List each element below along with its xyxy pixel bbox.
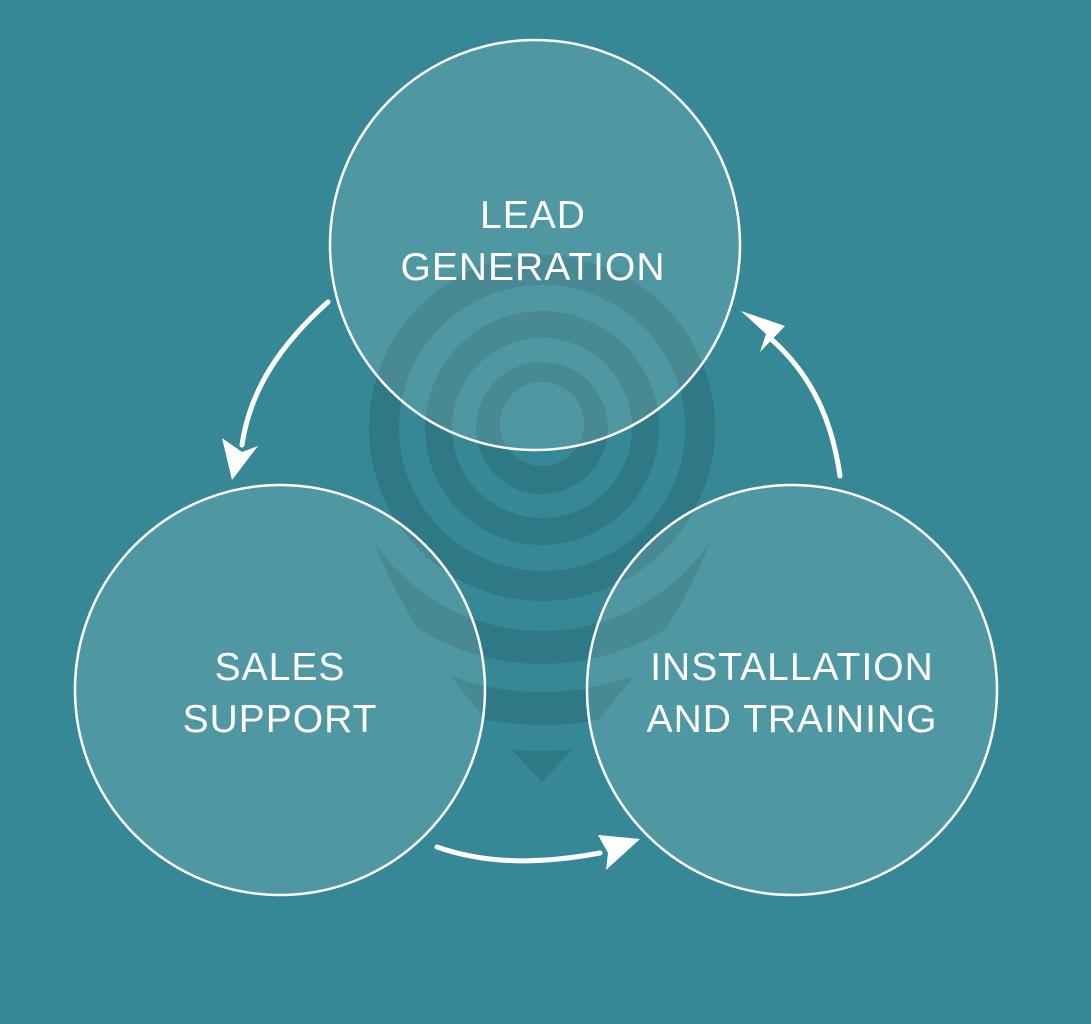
node-installation-training: INSTALLATION AND TRAINING <box>585 483 999 897</box>
node-label-line1: INSTALLATION <box>650 646 934 689</box>
node-sales-support: SALES SUPPORT <box>73 483 487 897</box>
node-label-line1: LEAD <box>480 194 586 237</box>
node-circle <box>73 483 487 897</box>
map-pin-target-icon <box>352 238 732 782</box>
arrow-sales-to-installation <box>434 835 640 870</box>
node-label-line2: AND TRAINING <box>647 698 938 741</box>
arrow-lead-to-sales <box>222 299 331 480</box>
node-circle <box>328 38 742 452</box>
node-circle <box>585 483 999 897</box>
node-label-line2: GENERATION <box>401 246 666 289</box>
node-lead-generation: LEAD GENERATION <box>328 38 742 452</box>
node-label-line2: SUPPORT <box>183 698 378 741</box>
node-label-line1: SALES <box>215 646 346 689</box>
arrow-installation-to-lead <box>741 311 843 479</box>
